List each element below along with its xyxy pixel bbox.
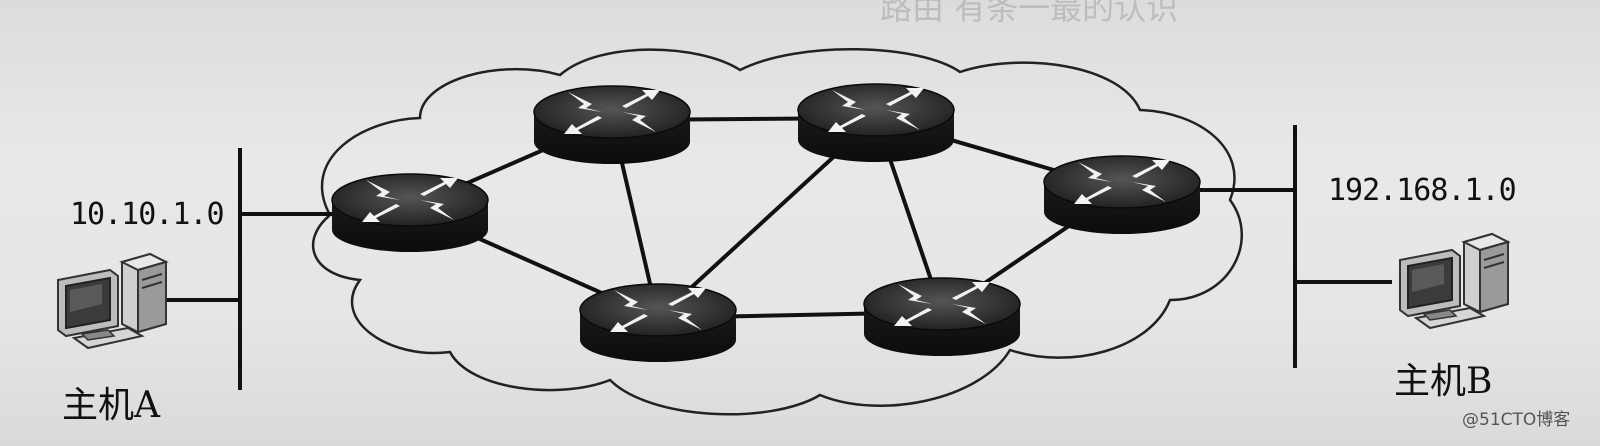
computer-icon xyxy=(57,253,167,349)
router-icon xyxy=(1043,155,1201,235)
computer-icon xyxy=(1399,233,1509,329)
network-a-address: 10.10.1.0 xyxy=(70,197,225,232)
network-cloud xyxy=(312,48,1243,416)
router-icon xyxy=(863,277,1021,357)
network-b-address: 192.168.1.0 xyxy=(1328,173,1517,208)
routers xyxy=(331,83,1201,363)
router-icon xyxy=(331,173,489,253)
watermark: @51CTO博客 xyxy=(1462,410,1571,430)
router-icon xyxy=(797,83,955,163)
router-icon xyxy=(533,85,691,165)
host-b-label: 主机B xyxy=(1394,361,1493,402)
router-links xyxy=(409,116,1124,320)
host-a-label: 主机A xyxy=(62,385,160,426)
router-icon xyxy=(579,283,737,363)
faded-header-text: 路由 有条一最的认识 xyxy=(880,0,1179,27)
